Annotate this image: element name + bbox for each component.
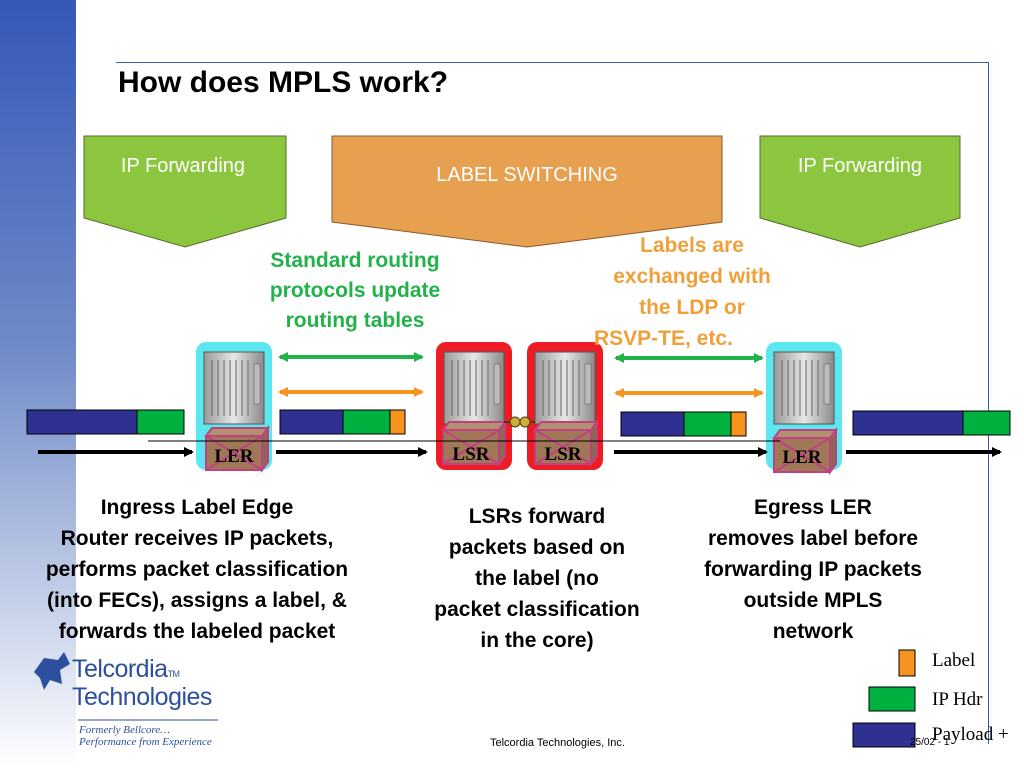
router-cube-icon: [441, 419, 507, 467]
core-description-line: in the core): [480, 629, 594, 652]
labels-annotation-line: the LDP or: [639, 296, 745, 319]
logo-tagline-2: Performance from Experience: [79, 736, 212, 748]
slide-title: How does MPLS work?: [118, 66, 449, 99]
ingress-description-line: performs packet classification: [45, 558, 349, 581]
router-label-ingress-ler: LER: [214, 446, 254, 467]
egress-description: Egress LER removes label before forwardi…: [674, 492, 952, 647]
egress-description-line: outside MPLS: [743, 589, 883, 612]
legend-label-swatch: [898, 649, 916, 677]
ip-packet-unlabeled: [852, 410, 1011, 436]
ingress-description-line: Ingress Label Edge: [100, 496, 294, 519]
legend-payload-swatch: [852, 722, 916, 748]
zone-label-center: LABEL SWITCHING: [436, 164, 618, 186]
legend-payload-text: Payload +: [932, 724, 1009, 745]
core-description-line: the label (no: [475, 567, 599, 590]
core-description-line: LSRs forward: [468, 505, 606, 528]
footer-company: Telcordia Technologies, Inc.: [490, 737, 625, 749]
zone-label-right: IP Forwarding: [797, 155, 923, 177]
ingress-description-line: Router receives IP packets,: [60, 527, 334, 550]
footer-page-number: 25/02 - 1: [910, 737, 950, 748]
router-cube-icon: [772, 427, 838, 475]
egress-description-line: network: [772, 620, 854, 643]
ingress-description-line: (into FECs), assigns a label, &: [47, 589, 347, 612]
egress-description-line: Egress LER: [754, 496, 872, 519]
frame-line-right: [988, 62, 989, 744]
router-rack-icon: [203, 351, 265, 425]
router-label-lsr-1: LSR: [452, 444, 490, 465]
router-label-egress-ler: LER: [782, 447, 822, 468]
labels-annotation: Labels are exchanged with the LDP or RSV…: [584, 230, 800, 354]
lsr-link-icon: [504, 416, 535, 428]
router-rack-icon: [773, 351, 835, 425]
labeled-packet: [279, 409, 406, 435]
legend-label-text: Label: [932, 650, 976, 671]
core-description-line: packets based on: [448, 536, 626, 559]
labels-annotation-line: Labels are: [640, 234, 744, 257]
zone-ip-forwarding-left: [83, 135, 287, 248]
zone-label-left: IP Forwarding: [120, 155, 246, 177]
logo-tagline-1: Formerly Bellcore…: [79, 724, 170, 736]
logo-name-line1: TelcordiaTM: [72, 655, 180, 688]
logo-name-line2: Technologies: [72, 683, 212, 711]
legend-ip-hdr-text: IP Hdr: [932, 689, 983, 710]
zone-ip-forwarding-right: [759, 135, 961, 248]
frame-line-top: [116, 62, 988, 63]
routing-annotation: Standard routing protocols update routin…: [230, 246, 480, 336]
telcordia-logo-icon: [34, 652, 70, 690]
core-description: LSRs forward packets based on the label …: [406, 501, 668, 656]
core-description-line: packet classification: [434, 598, 640, 621]
routing-annotation-line: routing tables: [285, 309, 425, 332]
ingress-description: Ingress Label Edge Router receives IP pa…: [6, 492, 388, 647]
router-label-lsr-2: LSR: [544, 444, 582, 465]
labels-annotation-line: exchanged with: [613, 265, 771, 288]
logo-tm: TM: [167, 669, 181, 679]
routing-annotation-line: Standard routing: [270, 249, 440, 272]
logo-name-word: Telcordia: [72, 655, 168, 683]
router-rack-icon: [443, 351, 505, 425]
slide-sidebar-gradient: [0, 0, 76, 768]
labeled-packet: [620, 411, 747, 437]
router-rack-icon: [534, 351, 596, 425]
ingress-description-line: forwards the labeled packet: [58, 620, 336, 643]
routing-annotation-line: protocols update: [269, 279, 441, 302]
router-cube-icon: [204, 425, 270, 473]
egress-description-line: removes label before: [707, 527, 919, 550]
labels-annotation-line: RSVP-TE, etc.: [594, 327, 733, 350]
zone-label-switching: [331, 135, 723, 248]
router-cube-icon: [533, 419, 599, 467]
legend-ip-hdr-swatch: [868, 686, 916, 712]
egress-description-line: forwarding IP packets: [704, 558, 922, 581]
ip-packet-unlabeled: [26, 409, 185, 435]
